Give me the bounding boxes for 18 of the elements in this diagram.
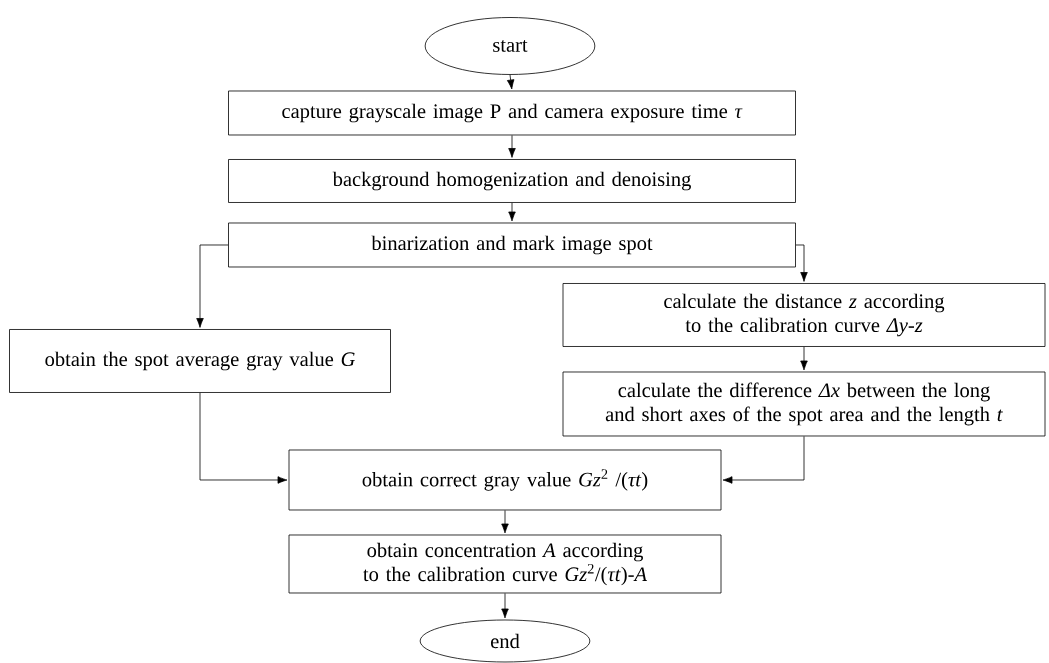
arrow [722,436,805,484]
arrow [508,135,516,158]
arrow [501,510,509,534]
arrow [196,244,229,328]
process-box: calculate the distance z according to the calibration curve Δy-z [562,283,1046,347]
process-box: background homogenization and denoising [228,159,796,203]
arrow [199,392,288,484]
arrow [508,202,516,222]
process-box: capture grayscale image P and camera exposure time τ [228,90,796,136]
arrow [795,244,808,282]
process-box: calculate the difference Δx between the long and short axes of the spot area and the length t [562,371,1046,437]
arrow [507,74,515,90]
process-box: obtain concentration A according to the calibration curve Gz$^{2}$/(τt)-A [288,534,722,594]
arrow [501,593,509,619]
arrow [800,346,808,371]
process-box: binarization and mark image spot [228,222,796,268]
process-box: obtain correct gray value Gz$^{2}$ /(τt) [288,449,722,511]
process-box: obtain the spot average gray value G [9,329,391,393]
